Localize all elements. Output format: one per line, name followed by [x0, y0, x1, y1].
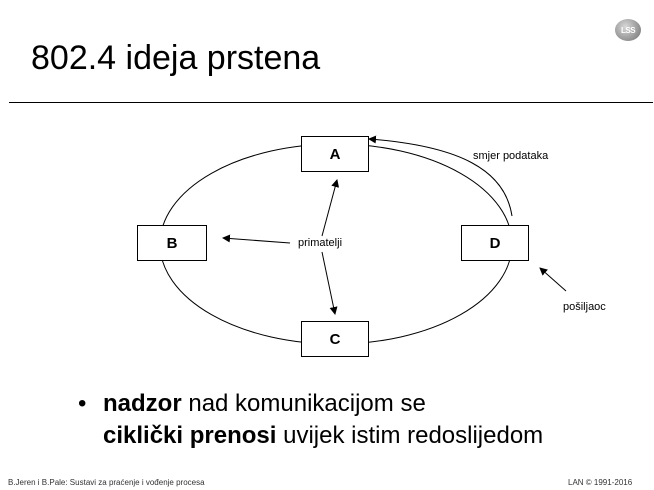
arrow-to-c: [321, 251, 338, 315]
label-receivers: primatelji: [298, 237, 343, 249]
label-data-direction: smjer podataka: [473, 150, 549, 162]
sender-arrow: [539, 267, 567, 292]
node-c: C: [301, 321, 369, 357]
logo-text: LSS: [620, 25, 636, 35]
data-direction-arrow: [368, 135, 513, 217]
footer-right: LAN © 1991-2016: [568, 478, 633, 487]
arrow-to-b: [222, 234, 291, 244]
bullet-text: nadzor nad komunikacijom se ciklički pre…: [103, 388, 543, 452]
bullet-line-1: nadzor nad komunikacijom se: [103, 388, 543, 420]
footer-left: B.Jeren i B.Pale: Sustavi za praćenje i …: [8, 478, 205, 487]
bullet-line-2-rest: uvijek istim redoslijedom: [276, 422, 544, 449]
label-sender: pošiljaoc: [563, 301, 606, 313]
lss-logo: LSS: [615, 19, 641, 41]
arrow-to-a: [321, 179, 340, 237]
bullet-line-2-bold: ciklički prenosi: [103, 422, 277, 449]
node-d: D: [461, 225, 529, 261]
slide-title: 802.4 ideja prstena: [31, 39, 321, 77]
bullet-line-1-bold: nadzor: [103, 390, 182, 417]
bullet-line-1-rest: nad komunikacijom se: [181, 390, 426, 417]
node-a: A: [301, 136, 369, 172]
bullet-line-2: ciklički prenosi uvijek istim redoslijed…: [103, 420, 543, 452]
title-divider: [9, 102, 653, 103]
node-b: B: [137, 225, 207, 261]
bullet-dot: •: [78, 390, 87, 417]
